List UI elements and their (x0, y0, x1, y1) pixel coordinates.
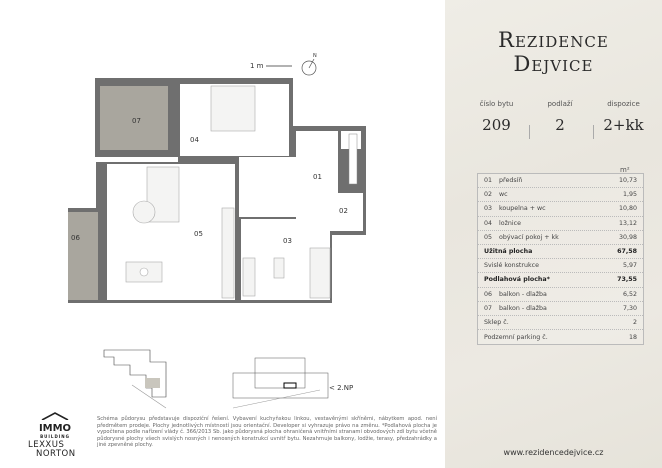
balcony-07 (100, 86, 168, 150)
svg-text:05: 05 (194, 230, 203, 238)
floor-marker: < 2.NP (329, 384, 353, 392)
website-link[interactable]: www.rezidencedejvice.cz (503, 448, 604, 457)
svg-text:04: 04 (190, 136, 199, 144)
building-elevation (232, 357, 329, 409)
hall (239, 157, 299, 217)
brand-title-line2: Dejvice (513, 52, 594, 76)
floor-plan: 1 m N 07 04 01 02 05 06 03 < 2.NP (68, 53, 366, 409)
unit-label: m² (620, 166, 630, 174)
room-02 (333, 193, 363, 231)
parking-row: Podzemní parking č.18 (484, 333, 637, 341)
svg-text:02: 02 (339, 207, 348, 215)
disclaimer: Schéma půdorysu představuje dispoziční ř… (97, 416, 437, 449)
svg-text:06: 06 (71, 234, 80, 242)
balcony-06 (68, 212, 98, 300)
brand-title-line1: Rezidence (498, 28, 609, 52)
scale-bar: 1 m (250, 62, 292, 70)
svg-text:N: N (313, 53, 317, 59)
floor-area-row: Podlahová plocha*73,55 (478, 273, 643, 288)
cellar-row: Sklep č.2 (478, 316, 643, 331)
north-arrow-icon: N (301, 53, 317, 76)
room-01 (296, 131, 338, 231)
site-plan (103, 349, 167, 409)
svg-text:1 m: 1 m (250, 62, 264, 70)
svg-text:01: 01 (313, 173, 322, 181)
svg-text:07: 07 (132, 117, 141, 125)
svg-text:03: 03 (283, 237, 292, 245)
